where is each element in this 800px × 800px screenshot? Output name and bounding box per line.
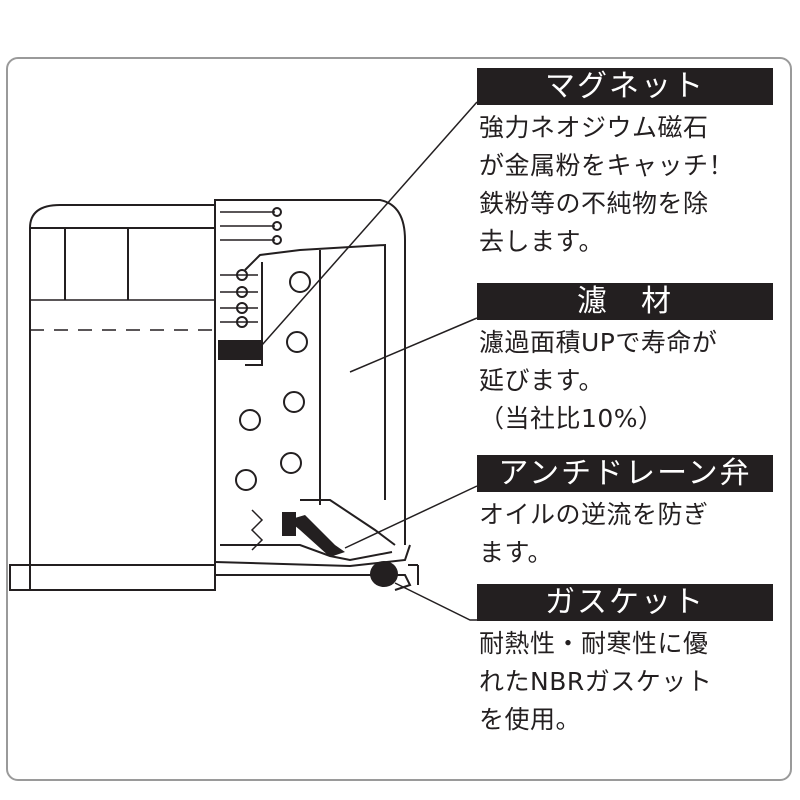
callout-description-filter-media: 濾過面積UPで寿命が 延びます。 （当社比10%）: [477, 324, 773, 438]
description-line: 耐熱性・耐寒性に優: [479, 629, 709, 658]
filter-housing-outline: [29, 204, 215, 590]
leader-line-anti-drain-valve: [344, 485, 478, 549]
callout-filter-media: 濾 材 濾過面積UPで寿命が 延びます。 （当社比10%）: [477, 283, 773, 438]
figure-frame: [6, 57, 792, 781]
description-line: が金属粉をキャッチ！: [479, 151, 735, 180]
callout-title-anti-drain-valve: アンチドレーン弁: [477, 455, 773, 492]
description-line: オイルの逆流を防ぎ: [479, 500, 709, 529]
description-line: 延びます。: [479, 366, 605, 395]
leader-line-filter-media: [349, 317, 478, 373]
anti-drain-valve-part: [288, 515, 345, 557]
description-line: 鉄粉等の不純物を除: [479, 189, 709, 218]
callout-title-filter-media: 濾 材: [477, 283, 773, 320]
description-line: ます。: [479, 538, 554, 567]
inner-canister: [244, 243, 386, 500]
gasket-ring: [370, 561, 398, 587]
description-line: （当社比10%）: [479, 404, 664, 433]
description-line: を使用。: [479, 705, 582, 734]
description-line: 強力ネオジウム磁石: [479, 113, 709, 142]
leader-line-magnet: [261, 101, 478, 346]
magnet-block: [218, 340, 262, 360]
description-line: 去します。: [479, 227, 605, 256]
leader-line-gasket: [394, 582, 477, 621]
description-line: 濾過面積UPで寿命が: [479, 328, 718, 357]
cutaway-shell: [214, 199, 406, 545]
callout-gasket: ガスケット 耐熱性・耐寒性に優 れたNBRガスケット を使用。: [477, 584, 773, 739]
base-plate: [9, 564, 216, 591]
callout-magnet: マグネット 強力ネオジウム磁石 が金属粉をキャッチ！ 鉄粉等の不純物を除 去しま…: [477, 68, 773, 261]
description-line: れたNBRガスケット: [479, 667, 713, 696]
callout-description-gasket: 耐熱性・耐寒性に優 れたNBRガスケット を使用。: [477, 625, 773, 739]
callout-title-gasket: ガスケット: [477, 584, 773, 621]
callout-description-anti-drain-valve: オイルの逆流を防ぎ ます。: [477, 496, 773, 572]
callout-title-magnet: マグネット: [477, 68, 773, 105]
callout-anti-drain-valve: アンチドレーン弁 オイルの逆流を防ぎ ます。: [477, 455, 773, 572]
callout-description-magnet: 強力ネオジウム磁石 が金属粉をキャッチ！ 鉄粉等の不純物を除 去します。: [477, 109, 773, 261]
